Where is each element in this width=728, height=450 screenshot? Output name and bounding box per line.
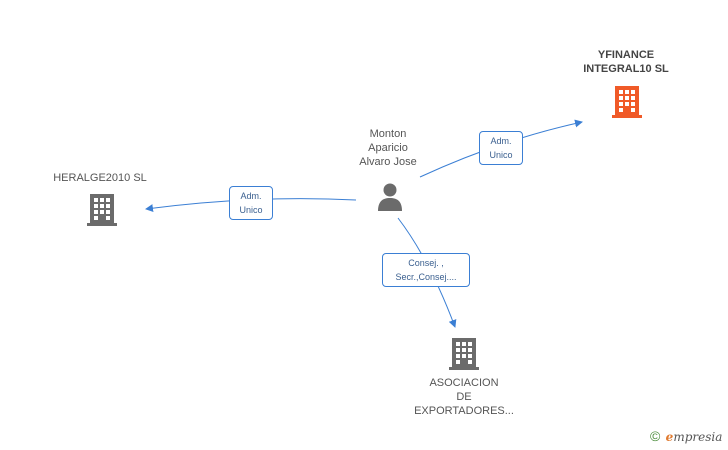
yfinance-name-line-2: INTEGRAL10 SL	[583, 63, 669, 75]
edge-label-asociacion-line-2: Secr.,Consej....	[395, 272, 457, 282]
asociacion-name-line-3: EXPORTADORES...	[414, 405, 514, 417]
person-name-line-3: Alvaro Jose	[359, 156, 417, 168]
building-icon[interactable]	[611, 84, 643, 118]
person-name-line-1: Monton	[369, 128, 407, 140]
edge-label-asociacion-line-1: Consej. ,	[408, 258, 444, 268]
yfinance-company-label[interactable]: YFINANCE INTEGRAL10 SL	[566, 48, 686, 76]
edge-label-heralge-line-1: Adm.	[240, 191, 262, 201]
empresia-credit[interactable]: © empresia	[650, 428, 722, 444]
edge-label-yfinance: Adm. Unico	[479, 131, 523, 165]
edge-label-heralge-line-2: Unico	[239, 205, 263, 215]
edge-label-yfinance-line-1: Adm.	[490, 136, 512, 146]
asociacion-company-label[interactable]: ASOCIACION DE EXPORTADORES...	[404, 376, 524, 418]
person-name-label[interactable]: Monton Aparicio Alvaro Jose	[348, 127, 428, 169]
copyright-symbol: ©	[650, 428, 661, 444]
edge-label-asociacion: Consej. , Secr.,Consej....	[382, 253, 470, 287]
yfinance-name-line-1: YFINANCE	[597, 49, 655, 61]
edge-label-heralge: Adm. Unico	[229, 186, 273, 220]
building-icon[interactable]	[86, 192, 118, 226]
brand-rest: mpresia	[673, 430, 723, 444]
heralge-company-label[interactable]: HERALGE2010 SL	[40, 171, 160, 185]
brand-initial: e	[665, 430, 674, 444]
empresia-logo: empresia	[666, 430, 723, 444]
edge-label-yfinance-line-2: Unico	[489, 150, 513, 160]
person-icon[interactable]	[375, 182, 405, 212]
building-icon[interactable]	[448, 336, 480, 370]
heralge-name-line-1: HERALGE2010 SL	[53, 172, 147, 184]
asociacion-name-line-2: DE	[456, 391, 472, 403]
asociacion-name-line-1: ASOCIACION	[429, 377, 499, 389]
person-name-line-2: Aparicio	[368, 142, 408, 154]
